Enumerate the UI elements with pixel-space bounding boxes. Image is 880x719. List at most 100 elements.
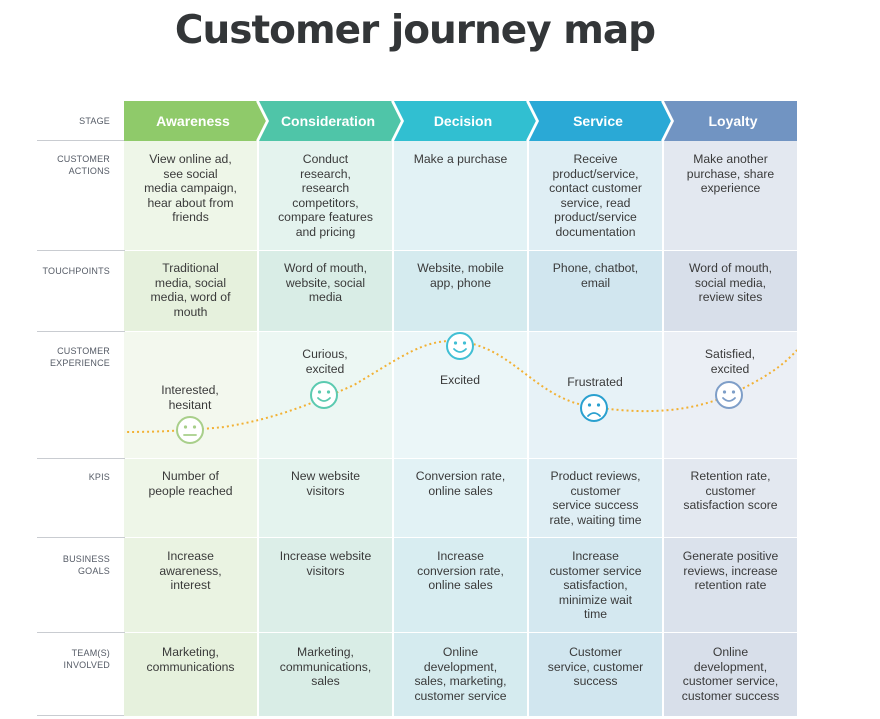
stage-chevron [664, 101, 797, 141]
cell-touchpoints: Phone, chatbot,email [529, 251, 662, 331]
experience-line: Interested, [161, 383, 219, 397]
stage-header-decision: Decision [433, 113, 493, 129]
teams-line: Marketing, [162, 645, 219, 659]
teams-line: customer success [681, 688, 780, 703]
actions-line: research [301, 181, 350, 195]
actions-line: product/service, [552, 166, 639, 181]
teams-line: communications, [279, 659, 372, 674]
kpis-line: visitors [306, 483, 345, 498]
experience-line: Excited [440, 373, 480, 387]
chevron-divider [256, 101, 269, 141]
goals-line: time [583, 607, 608, 621]
actions-line: service, read [560, 195, 631, 210]
chevron-divider [661, 101, 674, 141]
actions-line: see social [163, 166, 218, 181]
row-label-touchpoints: TOUCHPOINTS [42, 266, 110, 276]
chevron-divider [391, 101, 404, 141]
row-label-kpis: KPIS [88, 472, 110, 482]
teams-line: Online [712, 645, 749, 659]
cell-actions: Make a purchase [394, 141, 527, 250]
actions-line: purchase, share [686, 166, 775, 181]
cell-teams: Marketing,communications [124, 633, 257, 716]
kpis-line: Conversion rate, [415, 469, 506, 483]
actions-line: contact customer [549, 181, 642, 195]
actions-line: View online ad, [149, 152, 232, 166]
actions-text: Make a purchase [400, 152, 521, 167]
goals-line: online sales [428, 578, 493, 592]
goals-line: customer service [549, 563, 642, 578]
experience-line: excited [305, 361, 345, 376]
kpis-line: customer [705, 483, 756, 498]
kpis-line: service success [552, 498, 639, 512]
touchpoints-line: app, phone [430, 275, 491, 290]
cell-kpis: Conversion rate,online sales [394, 459, 527, 537]
actions-line: experience [700, 181, 761, 195]
touchpoints-line: media, word of [150, 290, 231, 304]
experience-curve [124, 332, 797, 444]
stage-chevron [124, 101, 267, 141]
goals-line: retention rate [694, 578, 767, 592]
touchpoints-line: website, social [285, 275, 366, 290]
goals-line: Increase [437, 549, 484, 563]
row-label-teams: TEAM(S)INVOLVED [63, 648, 110, 670]
column-divider [662, 101, 664, 716]
experience-label: Satisfied,excited [675, 347, 785, 376]
kpis-line: people reached [148, 483, 233, 498]
actions-line: product/service [554, 210, 637, 224]
neutral-face-icon [176, 416, 204, 444]
touchpoints-text: Phone, chatbot,email [535, 261, 656, 290]
chevron-divider [526, 101, 539, 141]
experience-line: excited [710, 361, 750, 376]
teams-text: Marketing,communications [130, 645, 251, 674]
sad-face-icon [580, 394, 608, 422]
touchpoints-line: media, social [154, 275, 227, 290]
touchpoints-line: media [308, 290, 343, 304]
kpis-line: Retention rate, [690, 469, 771, 483]
stage-chevron [394, 101, 537, 141]
goals-line: visitors [306, 563, 345, 578]
kpis-line: satisfaction score [683, 498, 778, 512]
row-divider [37, 715, 125, 716]
goals-line: minimize wait [558, 592, 633, 607]
row-divider [37, 537, 125, 538]
touchpoints-text: Word of mouth,social media,review sites [670, 261, 791, 305]
goals-line: Increase [572, 549, 619, 563]
actions-line: compare features [278, 210, 373, 224]
stage-chevron [529, 101, 672, 141]
kpis-line: New website [290, 469, 361, 483]
touchpoints-line: social media, [694, 275, 767, 290]
experience-label: Interested,hesitant [135, 383, 245, 412]
experience-line: Curious, [302, 347, 348, 361]
teams-line: Marketing, [297, 645, 354, 659]
column-divider [392, 101, 394, 716]
goals-line: Increase website [279, 549, 372, 563]
kpis-line: Product reviews, [550, 469, 641, 483]
stage-header-consideration: Consideration [280, 113, 376, 129]
kpis-line: rate, waiting time [549, 512, 642, 527]
teams-line: success [573, 674, 618, 688]
teams-line: Customer [569, 645, 622, 659]
goals-line: interest [170, 578, 211, 592]
experience-line: hesitant [168, 397, 212, 412]
experience-label: Frustrated [540, 375, 650, 390]
goals-line: reviews, increase [683, 563, 778, 578]
